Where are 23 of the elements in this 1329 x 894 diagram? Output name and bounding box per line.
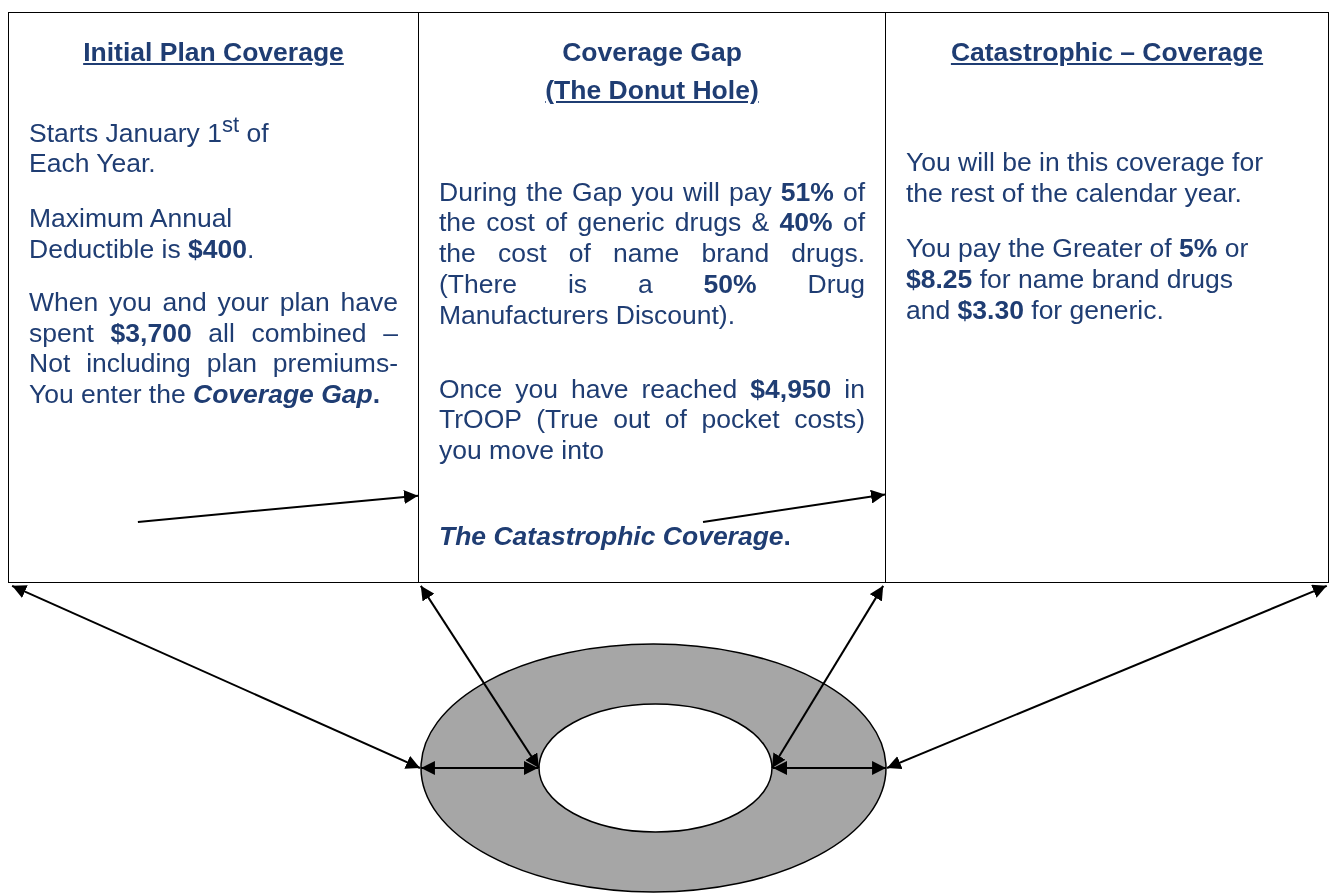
double-arrow [772,761,888,775]
double-arrow [11,584,421,769]
paragraph: During the Gap you will pay 51% of the cost of generic drugs & 40% of the cost of name brand drugs. (There is a 50% Drug Manufacturers Discount). [439,176,865,331]
paragraph: The Catastrophic Coverage. [439,520,792,552]
paragraph: Starts January 1$^{st}$ of Each Year. [29,110,270,180]
double-arrow [419,761,539,775]
paragraph: When you and your plan have spent $3,700 all combined – Not including plan premiums- You enter the Coverage Gap. [29,286,398,410]
coverage-panel [885,12,1329,583]
coverage-panel [418,12,886,583]
double-arrow [136,489,419,523]
paragraph: You pay the Greater of 5% or $8.25 for name brand drugs and $3.30 for generic. [906,233,1250,326]
paragraph: Once you have reached $4,950 in TrOOP (True out of pocket costs) you move into [439,373,865,466]
coverage-panel [8,12,419,583]
paragraph: You will be in this coverage for the rest of the calendar year. [906,146,1264,209]
column-heading: Catastrophic – Coverage [949,37,1265,68]
column-heading: Initial Plan Coverage [82,37,345,68]
column-heading: Coverage Gap [561,37,743,68]
double-arrow [886,584,1328,770]
column-heading: (The Donut Hole) [544,74,760,106]
double-arrow [771,584,885,769]
double-arrow [419,584,540,769]
double-arrow [702,489,886,523]
paragraph: Maximum Annual Deductible is $400. [29,203,256,265]
